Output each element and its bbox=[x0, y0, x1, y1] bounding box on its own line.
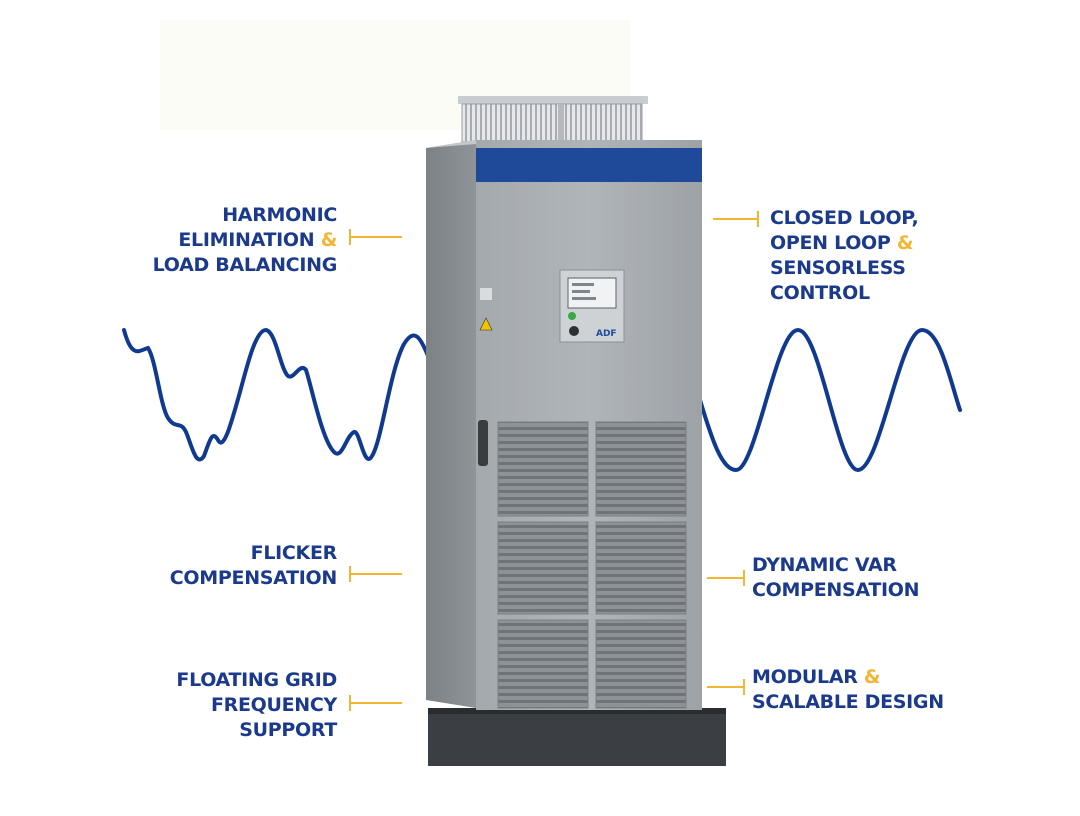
distorted-wave-icon bbox=[122, 327, 430, 462]
feature-flicker-line1: FLICKER bbox=[250, 542, 338, 564]
feature-floating-line2: FREQUENCY bbox=[210, 694, 337, 716]
feature-harmonic-line3: LOAD BALANCING bbox=[152, 254, 338, 276]
feature-dynamic-line1: DYNAMIC VAR bbox=[752, 554, 897, 576]
feature-flicker: FLICKER COMPENSATION bbox=[169, 541, 338, 591]
louvre-grid bbox=[497, 421, 687, 709]
connector-modular bbox=[707, 679, 745, 695]
door-handle bbox=[478, 420, 488, 466]
ampersand: & bbox=[320, 229, 338, 251]
feature-closed-line3: SENSORLESS bbox=[770, 257, 906, 279]
feature-floating-line1: FLOATING GRID bbox=[176, 669, 337, 691]
feature-modular-line2: SCALABLE DESIGN bbox=[752, 691, 944, 713]
cabinet-band bbox=[476, 148, 702, 182]
feature-closed-line4: CONTROL bbox=[770, 282, 870, 304]
panel-badge: ADF bbox=[596, 329, 617, 339]
feature-harmonic-line1: HARMONIC bbox=[222, 204, 337, 226]
feature-modular-line1: MODULAR bbox=[752, 666, 864, 688]
connector-floating-grid bbox=[349, 695, 402, 711]
roof-fan-icon bbox=[458, 96, 648, 143]
feature-harmonic-line2: ELIMINATION bbox=[178, 229, 321, 251]
feature-modular: MODULAR & SCALABLE DESIGN bbox=[752, 665, 944, 715]
connector-harmonic bbox=[349, 229, 402, 245]
ampersand: & bbox=[896, 232, 914, 254]
feature-closed-loop: CLOSED LOOP, OPEN LOOP & SENSORLESS CONT… bbox=[770, 206, 919, 306]
feature-closed-line2: OPEN LOOP bbox=[770, 232, 897, 254]
connector-dynamic-var bbox=[707, 570, 745, 586]
ampersand: & bbox=[863, 666, 881, 688]
feature-dynamic-var: DYNAMIC VAR COMPENSATION bbox=[752, 553, 920, 603]
cabinet-plinth bbox=[428, 708, 726, 766]
feature-harmonic: HARMONIC ELIMINATION & LOAD BALANCING bbox=[152, 203, 338, 278]
feature-floating-line3: SUPPORT bbox=[239, 719, 337, 741]
connector-flicker bbox=[349, 566, 402, 582]
feature-closed-line1: CLOSED LOOP, bbox=[770, 207, 919, 229]
feature-floating-grid: FLOATING GRID FREQUENCY SUPPORT bbox=[176, 668, 337, 743]
feature-flicker-line2: COMPENSATION bbox=[169, 567, 338, 589]
sine-wave-icon bbox=[698, 327, 962, 473]
connector-closed-loop bbox=[713, 211, 759, 227]
cabinet-side bbox=[426, 140, 476, 708]
feature-dynamic-line2: COMPENSATION bbox=[752, 579, 920, 601]
